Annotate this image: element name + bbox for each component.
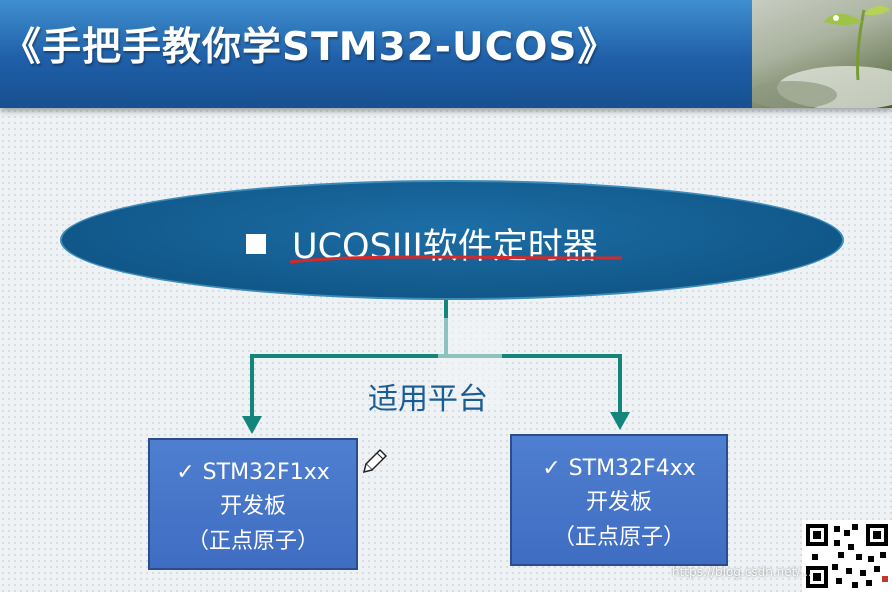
slide-title: 《手把手教你学STM32-UCOS》 — [2, 25, 618, 70]
topic-ellipse — [60, 180, 844, 300]
board-model: STM32F1xx — [202, 460, 330, 485]
platform-label: 适用平台 — [368, 382, 488, 417]
checkmark-icon: ✓ — [542, 456, 561, 481]
pen-cursor-icon — [362, 448, 388, 474]
url-watermark: https://blog.csdn.net/... — [672, 565, 812, 579]
title-underline — [289, 255, 623, 264]
qr-code — [802, 520, 892, 592]
square-bullet-icon — [246, 233, 266, 254]
topic-title: UCOSIII软件定时器 — [246, 218, 598, 269]
board-model: STM32F4xx — [568, 456, 696, 481]
video-pause-overlay — [438, 318, 502, 406]
checkmark-icon: ✓ — [176, 460, 195, 485]
board-box-f4: ✓ STM32F4xx 开发板 （正点原子） — [510, 434, 728, 566]
board-box-f1: ✓ STM32F1xx 开发板 （正点原子） — [148, 438, 358, 570]
plant-sprout-image — [752, 5, 892, 108]
board-type: 开发板 — [585, 490, 652, 515]
header-photo — [752, 0, 892, 108]
arrow-down-right-icon — [610, 412, 630, 430]
qr-code-image — [806, 524, 888, 588]
board-vendor: （正点原子） — [552, 525, 685, 550]
slide-header: 《手把手教你学STM32-UCOS》 — [0, 0, 892, 108]
topic-title-text: UCOSIII软件定时器 — [292, 227, 598, 267]
arrow-down-left-icon — [242, 416, 262, 434]
board-vendor: （正点原子） — [186, 529, 319, 554]
board-type: 开发板 — [219, 494, 286, 519]
